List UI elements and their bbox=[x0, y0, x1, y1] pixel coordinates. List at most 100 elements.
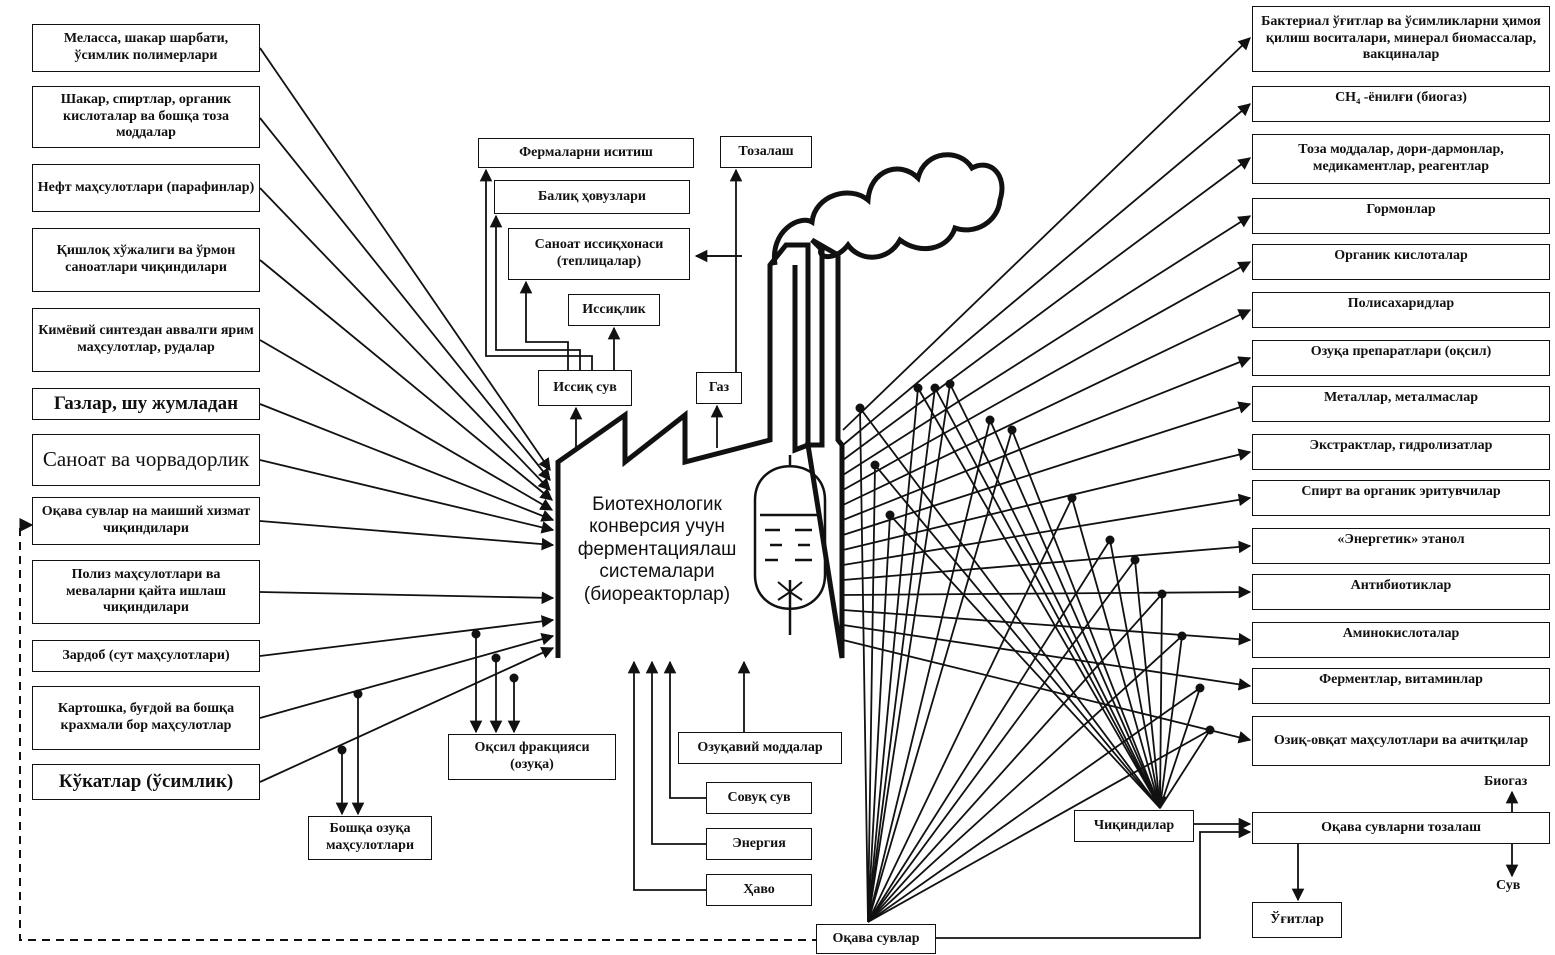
wastewater-box: Оқава сувлар bbox=[816, 924, 936, 954]
output-organic-acids: Органик кислоталар bbox=[1252, 244, 1550, 280]
input-arrow bbox=[259, 187, 551, 491]
wastewater-line bbox=[867, 419, 991, 923]
biogas-label: Биогаз bbox=[1484, 774, 1528, 789]
output-arrow bbox=[842, 37, 1251, 431]
fish-ponds-box: Балиқ ҳовузлари bbox=[494, 180, 690, 214]
input-oil-products: Нефт маҳсулотлари (парафинлар) bbox=[32, 164, 260, 212]
junction-dot bbox=[945, 379, 955, 389]
output-arrow bbox=[842, 585, 1252, 599]
other-feed-box: Бошқа озуқа маҳсулотлари bbox=[308, 816, 432, 860]
protein-fraction-box: Оқсил фракцияси (озуқа) bbox=[448, 734, 616, 780]
input-whey: Зардоб (сут маҳсулотлари) bbox=[32, 640, 260, 672]
greenhouse-box: Саноат иссиқхонаси (теплицалар) bbox=[508, 228, 690, 280]
output-hormones: Гормонлар bbox=[1252, 198, 1550, 234]
input-arrow bbox=[259, 646, 555, 783]
wastewater-line bbox=[867, 687, 1201, 923]
junction-dot bbox=[1205, 725, 1215, 735]
wastewater-line bbox=[867, 429, 1013, 923]
junction-dot bbox=[337, 745, 347, 755]
wastewater-line bbox=[867, 514, 891, 923]
waste-line bbox=[1134, 559, 1161, 809]
wastewater-line bbox=[867, 559, 1136, 923]
output-amino-acids: Аминокислоталар bbox=[1252, 622, 1550, 658]
input-starch-products: Картошка, буғдой ва бошқа крахмали бор м… bbox=[32, 686, 260, 750]
air-box: Ҳаво bbox=[706, 874, 812, 906]
fish-arrow bbox=[489, 214, 581, 370]
junction-dot bbox=[1130, 555, 1140, 565]
junction-dot bbox=[855, 403, 865, 413]
energy-box: Энергия bbox=[706, 828, 812, 860]
fertilizers-box: Ўғитлар bbox=[1252, 902, 1342, 938]
input-agri-forest-waste: Қишлоқ хўжалиги ва ўрмон саноатлари чиқи… bbox=[32, 228, 260, 292]
wastewater-line bbox=[859, 407, 869, 923]
water-label: Сув bbox=[1496, 878, 1521, 893]
output-metals: Металлар, металмаслар bbox=[1252, 386, 1550, 422]
waste-line bbox=[1011, 429, 1161, 809]
waste-line bbox=[989, 419, 1161, 809]
cold-water-box: Совуқ сув bbox=[706, 782, 812, 814]
output-polysaccharides: Полисахаридлар bbox=[1252, 292, 1550, 328]
gas-box: Газ bbox=[696, 372, 742, 404]
input-wastewater-household: Оқава сувлар на маиший хизмат чиқиндилар… bbox=[32, 497, 260, 545]
junction-dot bbox=[491, 653, 501, 663]
output-arrow bbox=[842, 448, 1252, 551]
junction-dot bbox=[1105, 535, 1115, 545]
waste-box: Чиқиндилар bbox=[1074, 810, 1194, 842]
wastewater-line bbox=[867, 593, 1163, 923]
output-extracts: Экстрактлар, гидролизатлар bbox=[1252, 434, 1550, 470]
junction-dot bbox=[885, 510, 895, 520]
junction-dot bbox=[353, 689, 363, 699]
waste-line bbox=[1159, 635, 1183, 809]
dashed-return-line bbox=[19, 518, 820, 941]
output-antibiotics: Антибиотиклар bbox=[1252, 574, 1550, 610]
junction-dot bbox=[930, 383, 940, 393]
output-arrow bbox=[842, 215, 1252, 476]
waste-line bbox=[1159, 687, 1201, 809]
output-bacterial-fertilizers: Бактериал ўғитлар ва ўсимликларни ҳимоя … bbox=[1252, 6, 1550, 72]
output-methane-biogas: CH₄ -ёнилғи (биогаз) bbox=[1252, 86, 1550, 122]
waste-line bbox=[889, 514, 1161, 809]
input-arrow bbox=[259, 403, 555, 522]
input-arrow bbox=[259, 259, 553, 501]
wastewater-to-treatment-arrow bbox=[936, 825, 1252, 939]
junction-dot bbox=[509, 673, 519, 683]
waste-line bbox=[1159, 593, 1163, 809]
waste-line bbox=[874, 464, 1161, 809]
cleaning-box: Тозалаш bbox=[720, 136, 812, 168]
wastewater-line bbox=[867, 635, 1183, 923]
output-energy-ethanol: «Энергетик» этанол bbox=[1252, 528, 1550, 564]
heat-box: Иссиқлик bbox=[568, 294, 660, 326]
output-alcohol-solvents: Спирт ва органик эритувчилар bbox=[1252, 480, 1550, 516]
output-enzymes-vitamins: Ферментлар, витаминлар bbox=[1252, 668, 1550, 704]
input-sugar-alcohols: Шакар, спиртлар, органик кислоталар ва б… bbox=[32, 86, 260, 148]
factory-building bbox=[555, 152, 1005, 659]
smoke-icon bbox=[772, 152, 1005, 266]
wastewater-line bbox=[867, 464, 876, 923]
input-industry-livestock: Саноат ва чорвадорлик bbox=[32, 434, 260, 486]
output-arrow bbox=[842, 639, 1252, 744]
input-fruit-waste: Полиз маҳсулотлари ва меваларни қайта иш… bbox=[32, 560, 260, 624]
output-food-yeast: Озиқ-овқат маҳсулотлари ва ачитқилар bbox=[1252, 716, 1550, 766]
junction-dot bbox=[870, 460, 880, 470]
air-arrow bbox=[627, 660, 706, 891]
waste-line bbox=[949, 383, 1161, 809]
energy-arrow bbox=[645, 660, 706, 845]
input-greens: Кўкатлар (ўсимлик) bbox=[32, 764, 260, 800]
input-arrow bbox=[259, 47, 551, 472]
output-arrow bbox=[842, 493, 1252, 566]
cold-water-arrow bbox=[663, 660, 706, 799]
input-arrow bbox=[259, 615, 555, 657]
wastewater-line bbox=[867, 729, 1211, 923]
wastewater-treatment-box: Оқава сувларни тозалаш bbox=[1252, 812, 1550, 844]
wastewater-line bbox=[867, 539, 1111, 923]
input-arrow bbox=[259, 591, 555, 605]
wastewater-line bbox=[867, 387, 919, 923]
input-molasses: Меласса, шакар шарбати, ўсимлик полимерл… bbox=[32, 24, 260, 72]
waste-line bbox=[1109, 539, 1161, 809]
bioreactor-icon bbox=[753, 455, 827, 635]
input-arrow bbox=[259, 632, 555, 719]
wastewater-line bbox=[867, 383, 951, 923]
hot-water-box: Иссиқ сув bbox=[538, 370, 632, 406]
junction-dot bbox=[1067, 493, 1077, 503]
